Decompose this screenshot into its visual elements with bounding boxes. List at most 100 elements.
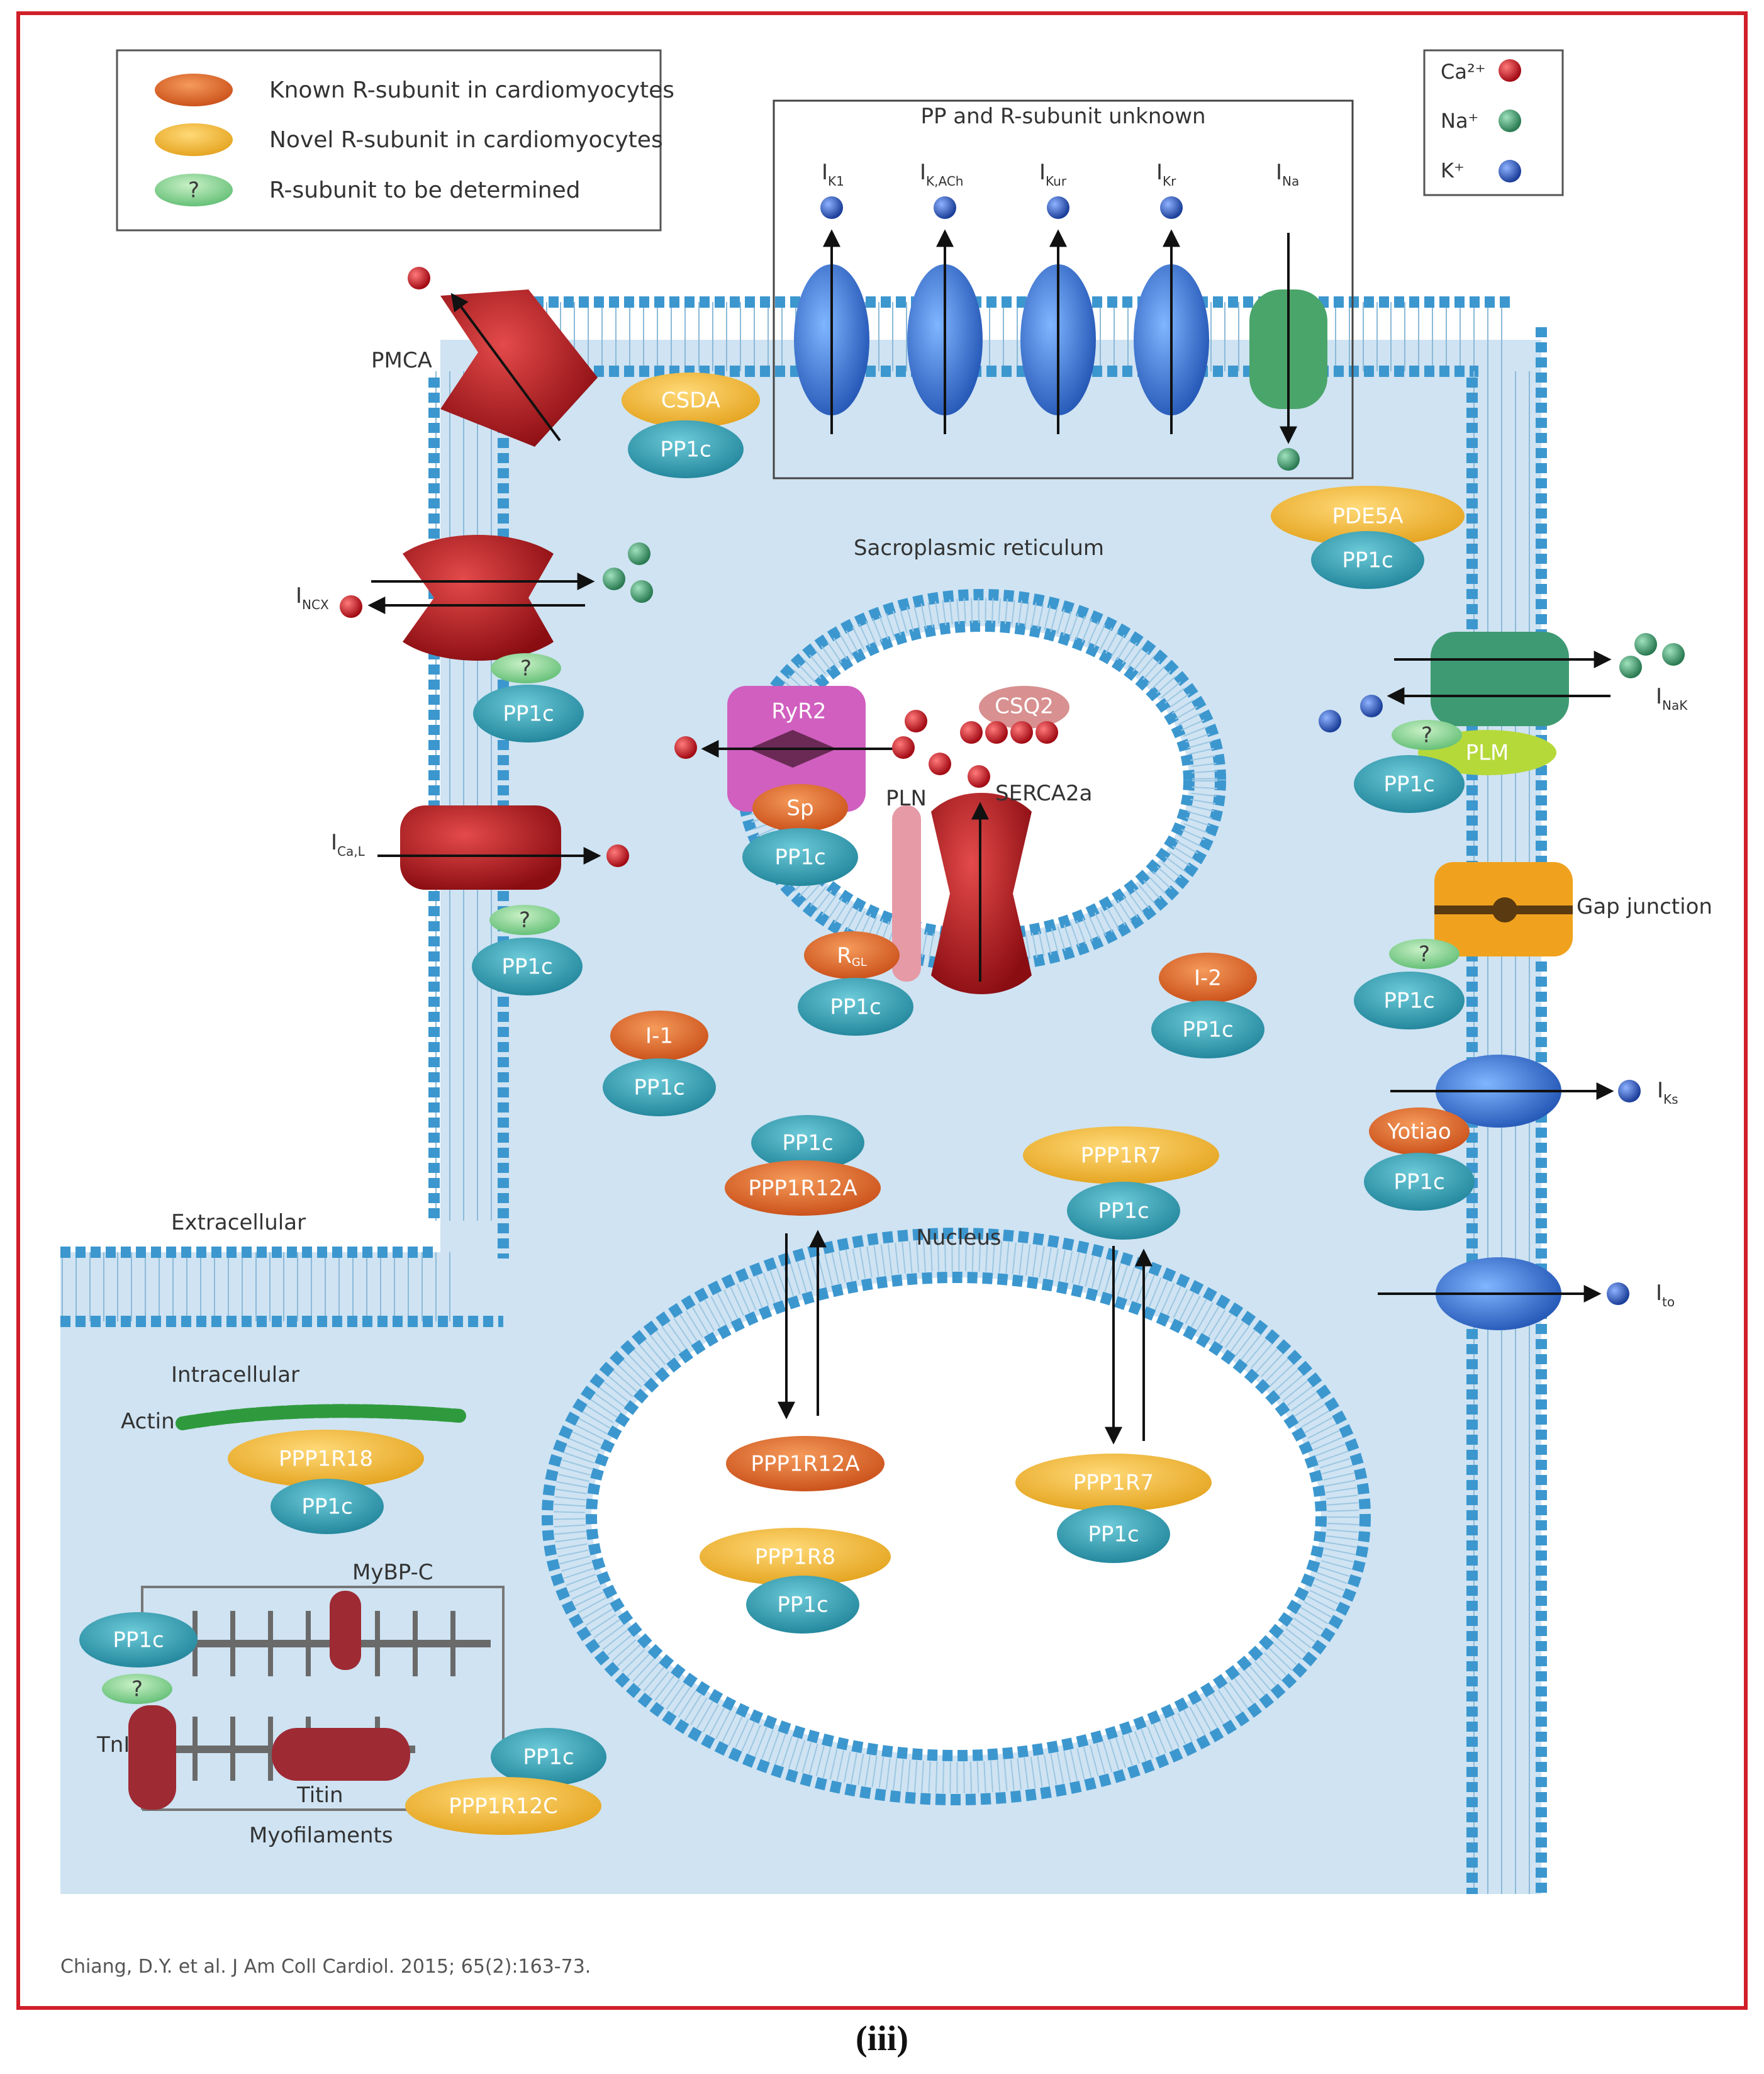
nucleus-label: Nucleus — [916, 1225, 1001, 1250]
actin-complex: Actin PPP1R18 PP1c — [121, 1404, 466, 1534]
sp-subunit — [752, 784, 848, 832]
pp1c-subunit — [1354, 972, 1465, 1029]
serca2a-label: SERCA2a — [995, 781, 1092, 806]
ppp1r12a-label: PPP1R12A — [751, 1452, 859, 1477]
tni-label: TnI — [96, 1732, 130, 1757]
pp1c-subunit — [603, 1058, 716, 1116]
ppp1r12a-cyto-complex: PP1c PPP1R12A — [725, 1115, 881, 1216]
pp1c-subunit — [628, 420, 744, 478]
ca-ion-icon — [606, 844, 629, 867]
tbd-subunit — [1389, 939, 1460, 969]
ca-ion-icon — [1010, 721, 1033, 744]
pp1c-subunit — [1067, 1182, 1180, 1240]
ppp1r8-label: PPP1R8 — [755, 1545, 835, 1570]
ppp1r7-nuc-complex: PPP1R7 PP1c — [1015, 1454, 1212, 1563]
na-ion-icon — [1634, 633, 1657, 656]
ca-ion-icon — [960, 721, 983, 744]
pp1c-label: PP1c — [1393, 1170, 1444, 1195]
pp1c-subunit — [1354, 755, 1465, 813]
pp1c-subunit — [271, 1479, 384, 1534]
csq2-cluster: CSQ2 — [892, 686, 1069, 788]
tbd-question-label: ? — [1419, 942, 1430, 967]
ikach-channel: IK,ACh — [907, 160, 983, 434]
na-ion-icon — [603, 568, 625, 590]
pp1c-subunit — [798, 978, 913, 1036]
tbd-question-label: ? — [131, 1677, 143, 1702]
mybpc-label: MyBP-C — [352, 1560, 433, 1585]
pmca-label: PMCA — [371, 348, 432, 373]
ca-ion-icon — [929, 753, 951, 775]
pp1c-label: PP1c — [1383, 989, 1434, 1014]
ppp1r7-label: PPP1R7 — [1073, 1471, 1154, 1496]
titin-label: Titin — [296, 1783, 343, 1808]
ina-label: INa — [1276, 160, 1299, 189]
k-channels: IK1 IK,ACh IKur IKr INa — [794, 160, 1327, 471]
ca-ion-icon — [985, 721, 1008, 744]
pp1c-label: PP1c — [523, 1745, 574, 1770]
pde5a-subunit — [1271, 486, 1465, 546]
ryr2-label: RyR2 — [771, 699, 826, 724]
ina-channel: INa — [1249, 160, 1327, 471]
pp1c-label: PP1c — [113, 1628, 164, 1653]
ppp1r12a-nuc-complex: PPP1R12A — [726, 1436, 885, 1491]
pp1c-subunit — [1364, 1153, 1475, 1211]
pp1c-subunit — [1057, 1505, 1170, 1563]
na-ion-icon — [1277, 448, 1300, 471]
ca-ion-icon — [892, 736, 915, 759]
pde5a-complex: PDE5A PP1c — [1271, 486, 1465, 589]
pp1c-subunit — [742, 828, 858, 886]
k-ion-icon — [934, 196, 956, 219]
pp1c-subunit — [746, 1576, 859, 1634]
ikr-channel: IKr — [1134, 160, 1209, 434]
nuclear-transport-arrows — [778, 1230, 1153, 1445]
actin-label: Actin — [121, 1409, 175, 1434]
ca-ion-icon — [674, 736, 697, 759]
tbd-subunit — [489, 905, 560, 935]
tbd-question-label: ? — [519, 908, 530, 933]
ca-ion-icon — [1036, 721, 1058, 744]
ical-label: ICa,L — [331, 830, 366, 859]
k-ion-icon — [1319, 710, 1341, 732]
pp1c-subunit — [79, 1612, 198, 1668]
tbd-question-label: ? — [520, 656, 532, 681]
pp1c-subunit — [1151, 1001, 1264, 1058]
i2-complex: I-2 PP1c — [1151, 953, 1264, 1058]
ppp1r12a-subunit — [725, 1160, 881, 1216]
ppp1r7-label: PPP1R7 — [1081, 1143, 1161, 1169]
ppp1r12c-complex: PP1c PPP1R12C — [405, 1728, 606, 1835]
ikur-channel: IKur — [1020, 160, 1096, 434]
tbd-subunit — [1392, 720, 1462, 750]
ik1-channel: IK1 — [794, 160, 869, 434]
pp1c-label: PP1c — [301, 1494, 352, 1520]
extracellular-label: Extracellular — [171, 1210, 306, 1235]
yotiao-complex: Yotiao PP1c — [1364, 1107, 1475, 1211]
ik1-label: IK1 — [822, 160, 844, 189]
pp1c-subunit — [473, 685, 584, 743]
pp1c-subunit — [491, 1728, 606, 1786]
i1-complex: I-1 PP1c — [603, 1011, 716, 1116]
tbd-subunit — [102, 1674, 172, 1704]
ppp1r12a-label: PPP1R12A — [748, 1176, 857, 1201]
pde5a-label: PDE5A — [1332, 504, 1403, 529]
pp1c-label: PP1c — [1383, 772, 1434, 797]
tbd-question-label: ? — [1421, 723, 1432, 748]
na-ion-icon — [1499, 109, 1521, 132]
pp1c-label: PP1c — [830, 995, 881, 1020]
pmca-pump: PMCA — [371, 267, 598, 447]
tni-protein — [128, 1705, 176, 1810]
pp1c-label: PP1c — [501, 955, 552, 980]
ppp1r12c-label: PPP1R12C — [449, 1794, 558, 1819]
gap-pp1c-complex: ? PP1c — [1354, 939, 1465, 1029]
ikr-label: IKr — [1156, 160, 1176, 189]
pp1c-label: PP1c — [1098, 1199, 1149, 1224]
legend-novel-label: Novel R-subunit in cardiomyocytes — [269, 127, 663, 153]
legend: ? Known R-subunit in cardiomyocytes Nove… — [116, 49, 674, 232]
k-ion-icon — [1607, 1282, 1629, 1305]
k-ion-icon — [820, 196, 843, 219]
ito-channel: Ito — [1378, 1257, 1675, 1330]
k-ion-icon — [1360, 695, 1383, 717]
ppp1r7-cyto-complex: PPP1R7 PP1c — [1023, 1126, 1219, 1240]
ical-pp1c-complex: ? PP1c — [472, 905, 583, 995]
pln-protein — [892, 805, 921, 982]
